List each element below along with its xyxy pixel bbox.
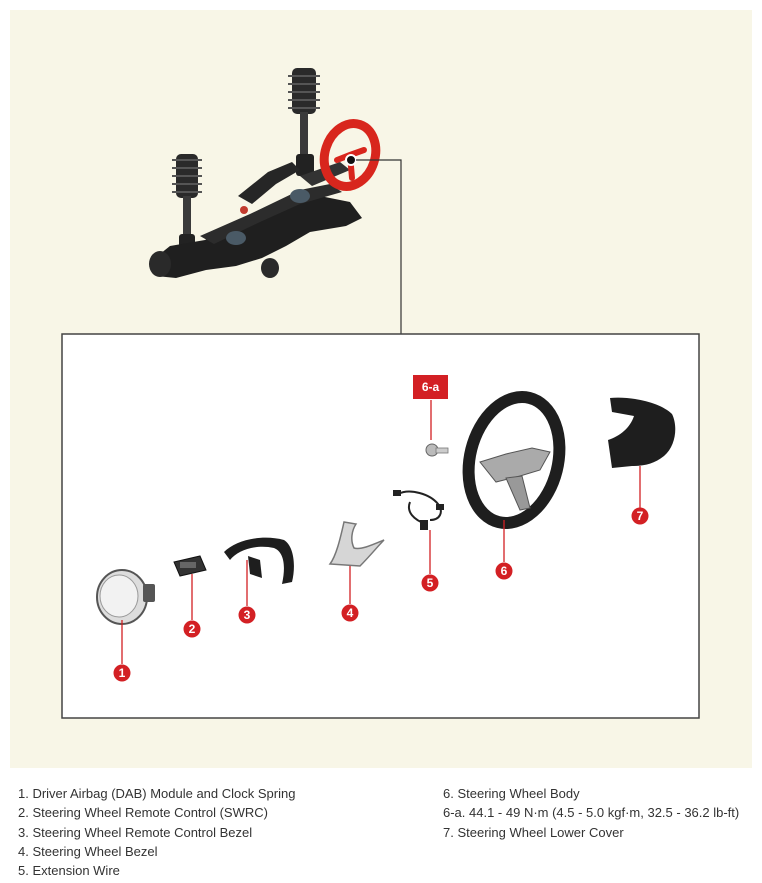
callout-5: 5 xyxy=(421,574,439,592)
exploded-diagram: 1 2 3 4 5 6 7 6-a xyxy=(61,68,700,719)
svg-text:7: 7 xyxy=(637,509,644,523)
callout-leaders xyxy=(121,400,641,664)
part-wheel-body xyxy=(462,390,566,530)
callout-6: 6 xyxy=(495,562,513,580)
callout-6a: 6-a xyxy=(413,375,448,399)
part-bolt xyxy=(425,443,449,457)
svg-text:2: 2 xyxy=(189,622,196,636)
svg-text:5: 5 xyxy=(427,576,434,590)
legend-item-7: 7. Steering Wheel Lower Cover xyxy=(443,824,624,840)
left-strut xyxy=(172,154,202,256)
svg-text:6: 6 xyxy=(501,564,508,578)
callout-3: 3 xyxy=(238,606,256,624)
callout-2: 2 xyxy=(183,620,201,638)
leader-line xyxy=(356,159,402,334)
legend-item-3: 3. Steering Wheel Remote Control Bezel xyxy=(18,824,253,840)
part-wheel-bezel xyxy=(328,521,385,567)
svg-text:1: 1 xyxy=(119,666,126,680)
exploded-view-box xyxy=(61,333,700,719)
svg-text:6-a: 6-a xyxy=(422,380,440,394)
legend-item-2: 2. Steering Wheel Remote Control (SWRC) xyxy=(18,805,268,821)
right-strut xyxy=(288,68,320,176)
callout-7: 7 xyxy=(631,507,649,525)
callout-1: 1 xyxy=(113,664,131,682)
svg-text:3: 3 xyxy=(244,608,251,622)
part-swrc-bezel xyxy=(224,537,294,584)
legend-right-column: 6. Steering Wheel Body 6-a. 44.1 - 49 N·… xyxy=(443,784,739,842)
legend-item-6: 6. Steering Wheel Body xyxy=(443,786,580,801)
chassis-assembly-illustration xyxy=(149,68,381,278)
part-extension-wire xyxy=(393,490,444,530)
legend-item-4: 4. Steering Wheel Bezel xyxy=(18,843,158,859)
legend-item-5: 5. Extension Wire xyxy=(18,863,120,879)
legend-item-1: 1. Driver Airbag (DAB) Module and Clock … xyxy=(18,786,296,801)
legend-left-column: 1. Driver Airbag (DAB) Module and Clock … xyxy=(18,784,295,880)
legend-item-6a: 6-a. 44.1 - 49 N·m (4.5 - 5.0 kgf·m, 32.… xyxy=(443,805,740,821)
part-swrc xyxy=(173,555,207,577)
steering-wheel-highlight xyxy=(319,119,381,191)
svg-text:4: 4 xyxy=(347,606,354,620)
part-lower-cover xyxy=(608,397,676,468)
callout-4: 4 xyxy=(341,604,359,622)
